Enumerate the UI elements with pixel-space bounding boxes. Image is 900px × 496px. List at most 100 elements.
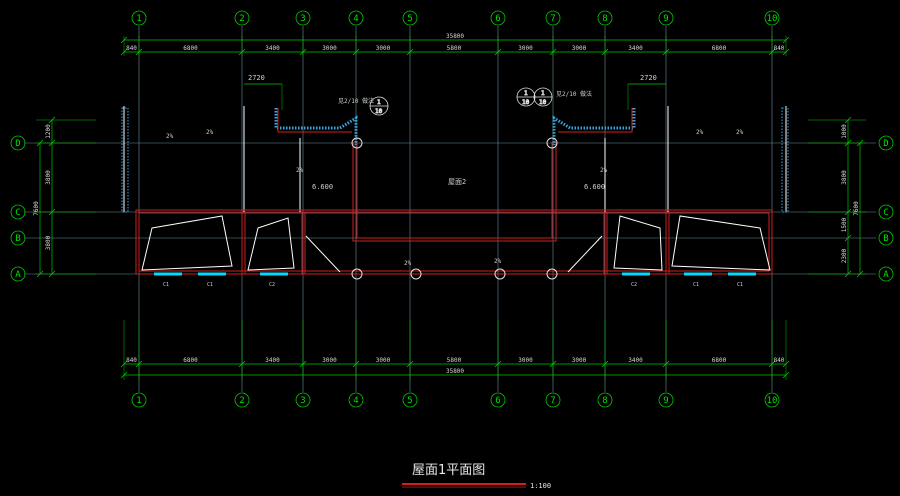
top-dim-label: 3400 — [265, 45, 280, 52]
slope-label-3: 2% — [696, 129, 704, 136]
walls — [135, 108, 773, 275]
slope-label-5: 2% — [296, 167, 304, 174]
detail-symbol-left: 1 10 — [369, 96, 389, 116]
slope-label-6: 2% — [600, 167, 608, 174]
drawing-title: 屋面1平面图 — [412, 463, 485, 478]
axis-bubble-label: 1 — [136, 14, 141, 24]
slope-label-2: 2% — [206, 129, 214, 136]
axis-bubble-4-top: 4 — [348, 10, 364, 26]
axis-bubble-label: B — [883, 234, 888, 244]
bottom-dim-label: 3000 — [322, 357, 337, 364]
axis-bubble-A-left: A — [10, 266, 26, 282]
axis-bubble-10-top: 10 — [764, 10, 780, 26]
slope-label-8: 2% — [494, 258, 502, 265]
annotations: 2720 2720 6.600 6.600 屋面2 2% 2% 2% 2% 2%… — [163, 74, 744, 288]
axis-bubble-5-bottom: 5 — [402, 392, 418, 408]
axis-bubble-label: 3 — [300, 396, 305, 406]
axis-bubble-label: 8 — [602, 396, 607, 406]
title-block: 屋面1平面图 1:100 — [402, 463, 551, 490]
axis-bubble-9-bottom: 9 — [658, 392, 674, 408]
axis-bubble-label: D — [883, 139, 888, 149]
top-dim-label: 3400 — [628, 45, 643, 52]
axis-bubble-label: 5 — [407, 14, 412, 24]
bottom-dim-label: 3400 — [628, 357, 643, 364]
axis-bubble-1-bottom: 1 — [131, 392, 147, 408]
axis-bubble-5-top: 5 — [402, 10, 418, 26]
left-dim-label: 3800 — [45, 170, 52, 185]
axis-bubble-label: 7 — [550, 14, 555, 24]
axis-bubble-D-left: D — [10, 135, 26, 151]
axis-bubble-2-bottom: 2 — [234, 392, 250, 408]
axis-bubble-D-right: D — [878, 135, 894, 151]
window-tag-6: C1 — [737, 282, 743, 288]
axis-bubble-label: 10 — [767, 396, 778, 406]
axis-bubble-label: 4 — [353, 396, 358, 406]
axis-bubble-label: 2 — [239, 396, 244, 406]
axis-bubble-1-top: 1 — [131, 10, 147, 26]
window-tag-4: C2 — [631, 282, 637, 288]
axis-bubble-8-top: 8 — [597, 10, 613, 26]
axis-bubble-label: B — [15, 234, 20, 244]
detail-symbol-right: 1 10 1 10 — [516, 87, 553, 107]
right-dim-label: 1500 — [841, 217, 848, 232]
top-dim-label: 3000 — [322, 45, 337, 52]
slope-lines — [141, 215, 771, 273]
window-tag-3: C2 — [269, 282, 275, 288]
top-dim-label: 6800 — [712, 45, 727, 52]
bottom-dim-label: 3000 — [376, 357, 391, 364]
axis-bubble-2-top: 2 — [234, 10, 250, 26]
detail-symbol-left-den: 10 — [375, 108, 383, 115]
bottom-dim-label: 840 — [774, 357, 785, 364]
right-dim-label: 1000 — [841, 124, 848, 139]
left-level-label: 6.600 — [312, 183, 333, 191]
axis-bubble-6-bottom: 6 — [490, 392, 506, 408]
top-dim-total: 35800 — [446, 33, 464, 40]
left-dim-label: 3800 — [45, 235, 52, 250]
window-tag-2: C1 — [207, 282, 213, 288]
roof-drains — [351, 137, 558, 280]
bottom-dim-label: 5800 — [447, 357, 462, 364]
detail-symbol-left-num: 1 — [377, 99, 381, 106]
axis-bubble-label: C — [15, 208, 20, 218]
bottom-dim-label: 3000 — [572, 357, 587, 364]
detail-symbol-right-num-b: 1 — [541, 90, 545, 97]
top-dim-label: 3000 — [518, 45, 533, 52]
slope-label-1: 2% — [166, 133, 174, 140]
right-dim-total-label: 7600 — [853, 201, 860, 216]
detail-symbol-right-den-a: 10 — [522, 99, 530, 106]
axis-bubble-A-right: A — [878, 266, 894, 282]
roof-outline — [123, 106, 787, 212]
axis-bubble-label: 4 — [353, 14, 358, 24]
axis-bubble-label: A — [883, 270, 889, 280]
window-tag-5: C1 — [693, 282, 699, 288]
axis-bubble-label: C — [883, 208, 888, 218]
detail-symbol-right-num-a: 1 — [524, 90, 528, 97]
axis-bubble-B-left: B — [10, 230, 26, 246]
right-dim-label: 2300 — [841, 248, 848, 263]
bottom-dim-label: 6800 — [183, 357, 198, 364]
axis-bubble-10-bottom: 10 — [764, 392, 780, 408]
insulation-strips — [121, 107, 789, 213]
bottom-dim-total: 35800 — [446, 368, 464, 375]
axis-bubble-label: A — [15, 270, 21, 280]
detail-symbol-right-den-b: 10 — [539, 99, 547, 106]
drawing-scale: 1:100 — [530, 482, 551, 490]
axis-bubble-6-top: 6 — [490, 10, 506, 26]
axis-bubble-label: 8 — [602, 14, 607, 24]
axis-bubble-C-left: C — [10, 204, 26, 220]
axis-bubble-C-right: C — [878, 204, 894, 220]
left-offset-label: 2720 — [248, 74, 265, 82]
left-dim-label: 1200 — [45, 124, 52, 139]
top-dim-label: 3000 — [376, 45, 391, 52]
right-dim-label: 3800 — [841, 170, 848, 185]
slope-label-7: 2% — [404, 260, 412, 267]
axis-bubble-9-top: 9 — [658, 10, 674, 26]
axis-bubble-label: D — [15, 139, 20, 149]
axis-bubble-3-top: 3 — [295, 10, 311, 26]
axis-bubble-label: 3 — [300, 14, 305, 24]
top-dim-label: 5800 — [447, 45, 462, 52]
axis-bubble-label: 1 — [136, 396, 141, 406]
axis-bubble-4-bottom: 4 — [348, 392, 364, 408]
